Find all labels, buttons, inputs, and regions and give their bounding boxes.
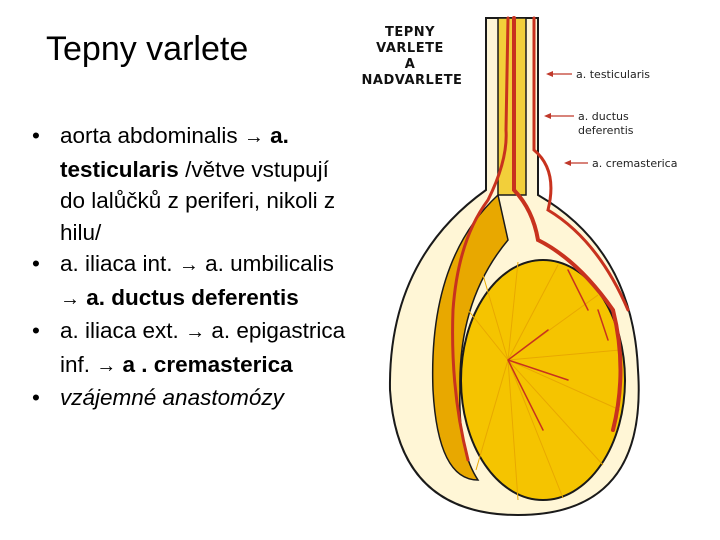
slide-title: Tepny varlete: [46, 30, 249, 68]
bullet-text: a. testicularis: [60, 123, 289, 182]
label-ductus-2: deferentis: [578, 124, 634, 137]
figure-labels: a. testicularis a. ductus deferentis a. …: [544, 68, 677, 170]
bullet-marker: •: [32, 251, 40, 276]
figure-title-line-1: TEPNY: [385, 25, 435, 40]
bullet-list: • aorta abdominalis → a. testicularis /vě…: [30, 120, 360, 414]
epididymis: [431, 193, 509, 481]
bullet-item: • vzájemné anastomózy: [30, 382, 360, 414]
figure-title-line-4: NADVARLETE: [362, 73, 463, 88]
label-ductus-1: a. ductus: [578, 110, 629, 123]
bullet-item: • aorta abdominalis → a. testicularis /vě…: [30, 120, 360, 248]
arteries: [451, 16, 630, 462]
bullet-text: a. umbilicalis: [198, 251, 334, 276]
bullet-text: a. iliaca int.: [60, 251, 179, 276]
cremasteric-artery: [532, 16, 630, 312]
testicular-artery: [512, 16, 623, 432]
bullet-marker: •: [32, 123, 40, 148]
bullet-marker: •: [32, 318, 40, 343]
arrow-icon: →: [178, 254, 199, 276]
arrow-icon: →: [243, 126, 264, 148]
label-testicularis: a. testicularis: [576, 68, 650, 81]
bullet-item: •a. iliaca ext. → a. epigastrica inf. → …: [30, 315, 360, 382]
bullet-text: /větve vstupují do lalůčků z periferi, n…: [60, 156, 336, 245]
arrow-icon: →: [60, 287, 80, 310]
figure-title: TEPNY VARLETE A NADVARLETE: [362, 25, 463, 88]
bullet-text: aorta abdominalis: [60, 123, 244, 148]
ductus-deferens-artery: [451, 16, 510, 462]
bullet-item: • a. iliaca int. → a. umbilicalis → a. du…: [30, 248, 360, 315]
testis: [460, 259, 626, 501]
figure-title-line-3: A: [405, 57, 416, 72]
bullet-text: a. iliaca ext.: [60, 318, 186, 343]
arrow-icon: →: [185, 321, 206, 343]
bullet-text: a. ductus deferentis: [80, 284, 299, 310]
bullet-text: a . cremasterica: [116, 351, 293, 377]
arrow-icon: →: [96, 354, 117, 377]
bullet-text: a. epigastrica inf.: [60, 318, 346, 377]
testis-arteries-diagram: TEPNY VARLETE A NADVARLETE a. testicular…: [362, 16, 677, 517]
figure-title-line-2: VARLETE: [376, 41, 444, 56]
bullet-marker: •: [32, 385, 40, 410]
bullet-text: vzájemné anastomózy: [60, 385, 284, 410]
label-cremasterica: a. cremasterica: [592, 157, 677, 170]
